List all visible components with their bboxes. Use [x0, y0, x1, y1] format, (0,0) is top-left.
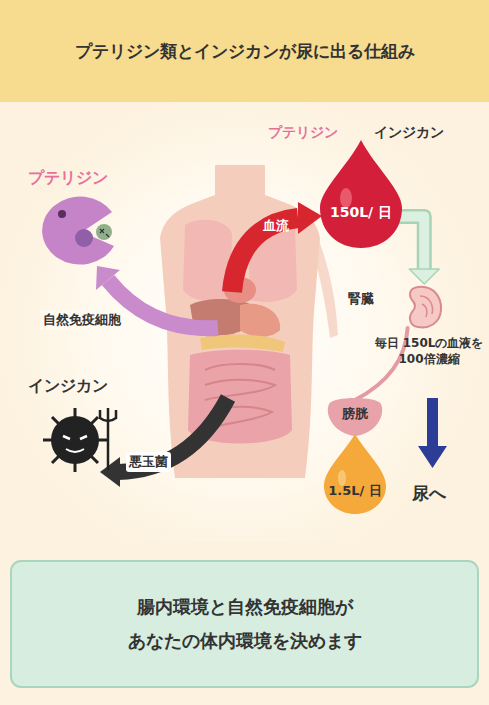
- title: プテリジン類とインジカンが尿に出る仕組み: [0, 0, 489, 102]
- node-text: 150L/ 日: [318, 204, 404, 222]
- substance-label: プテリジン: [268, 124, 338, 142]
- arrow-label: 自然免疫細胞: [40, 310, 124, 330]
- urine-drop: [324, 434, 386, 514]
- blood-drop: [320, 140, 402, 248]
- captured-germ: [96, 224, 112, 240]
- arrow-body: [232, 218, 298, 292]
- node-shape: [318, 138, 404, 250]
- germ-eyes: [100, 229, 109, 237]
- arrowhead: [409, 269, 439, 284]
- stomach: [240, 304, 280, 337]
- pancreas: [200, 335, 285, 352]
- connector: [399, 216, 439, 284]
- kidney-node: 腎臓: [392, 284, 444, 330]
- cell-eye: [58, 210, 66, 218]
- bacteria-eyes: [63, 436, 87, 439]
- blood-flow-arrow: [232, 202, 322, 292]
- urine-arrow: [418, 398, 447, 468]
- arrowhead: [100, 457, 120, 487]
- node-text: 腎臓: [348, 290, 374, 308]
- glow: [0, 102, 489, 542]
- bacteria-arrow: [100, 398, 228, 487]
- substance-label: インジカン: [28, 376, 108, 397]
- node-shape: [392, 284, 444, 330]
- bacteria-mouth: [66, 449, 84, 452]
- node-shape: [10, 560, 479, 688]
- node-text: 膀胱: [323, 405, 387, 423]
- kidney-outline: [410, 287, 441, 328]
- urine-drop-node: 1.5L/ 日: [322, 432, 388, 516]
- bladder-node: 膀胱: [323, 394, 387, 438]
- connector-outline: [399, 216, 424, 269]
- node-shape: [322, 432, 388, 516]
- bacteria-spikes: [43, 408, 107, 472]
- blood-drop-node: 150L/ 日: [318, 138, 404, 250]
- connector-line: [399, 216, 424, 269]
- arrowhead: [298, 202, 322, 234]
- arrow-label: 悪玉菌: [126, 452, 171, 472]
- result-label: 尿へ: [412, 482, 446, 505]
- arrow-label: 血流: [263, 217, 289, 235]
- message-box: [11, 561, 478, 687]
- arrowhead: [418, 446, 447, 468]
- substance-label: プテリジン: [28, 168, 108, 189]
- arrow-body: [108, 280, 218, 328]
- bad-bacteria: [43, 408, 116, 472]
- kidney-detail: [420, 296, 433, 317]
- node-text: 腸内環境と自然免疫細胞が あなたの体内環境を決めます: [24, 560, 465, 688]
- arrow-body: [118, 398, 228, 472]
- message-box-node: 腸内環境と自然免疫細胞が あなたの体内環境を決めます: [10, 560, 479, 688]
- arrowhead: [96, 266, 120, 290]
- bacteria-body: [51, 416, 99, 464]
- cell-body: [42, 197, 114, 265]
- title-band: [0, 0, 489, 102]
- substance-label: インジカン: [374, 124, 444, 142]
- note-text: 毎日 150Lの血液を 100倍濃縮: [372, 336, 486, 367]
- trident: [100, 408, 116, 470]
- captured-germ: [75, 229, 93, 247]
- immune-cell: [42, 197, 114, 265]
- node-text: 1.5L/ 日: [322, 482, 388, 500]
- arrow-body: [427, 398, 438, 448]
